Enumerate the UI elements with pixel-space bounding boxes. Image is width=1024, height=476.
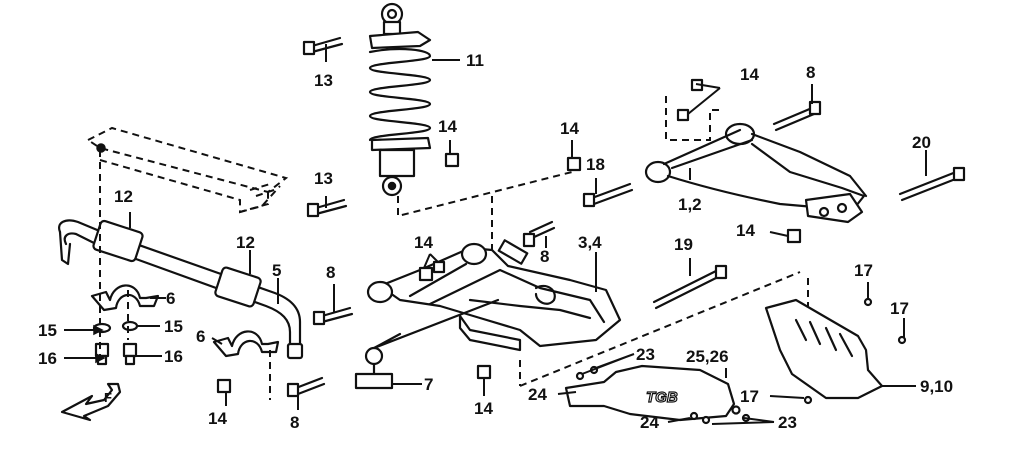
label-24-lower: 24 — [640, 413, 659, 432]
label-25-26: 25,26 — [686, 347, 729, 366]
label-12-right: 12 — [236, 233, 255, 252]
bolt-18 — [582, 182, 634, 208]
nut-14-arm-right — [432, 260, 446, 274]
label-16-left: 16 — [38, 349, 57, 368]
label-9-10: 9,10 — [920, 377, 953, 396]
label-17-right: 17 — [890, 299, 909, 318]
nut-14-top — [566, 156, 582, 172]
bolt-8-center — [522, 220, 556, 248]
label-8-link: 8 — [290, 413, 299, 432]
bolt-8-link — [286, 376, 326, 398]
label-14-shock: 14 — [438, 117, 457, 136]
label-16-right: 16 — [164, 347, 183, 366]
label-14-bracket: 14 — [208, 409, 227, 428]
callout-labels: 13 13 11 14 14 18 1,2 14 8 20 14 8 14 3,… — [38, 51, 953, 432]
label-20: 20 — [912, 133, 931, 152]
stabilizer-link — [354, 298, 500, 390]
bolt-8-upper-arm — [772, 100, 822, 132]
label-15-right: 15 — [164, 317, 183, 336]
label-5: 5 — [272, 261, 281, 280]
leader-endpoints — [93, 324, 106, 364]
bolt-13-upper — [302, 36, 344, 56]
label-23-upper: 23 — [636, 345, 655, 364]
nut-14-upper-b — [676, 108, 690, 122]
label-1-2: 1,2 — [678, 195, 702, 214]
label-14-bottom: 14 — [474, 399, 493, 418]
label-7: 7 — [424, 375, 433, 394]
bolt-19 — [652, 264, 728, 310]
label-14-top: 14 — [560, 119, 579, 138]
skid-plate-right — [764, 297, 907, 405]
bolt-8-lower-arm — [312, 306, 354, 326]
label-18: 18 — [586, 155, 605, 174]
label-6-left: 6 — [166, 289, 175, 308]
stabilizer-bar — [58, 219, 304, 360]
shock-absorber — [368, 2, 432, 197]
nut-14-upper-arm — [786, 228, 802, 244]
bushing-left — [92, 219, 144, 263]
upper-a-arm — [644, 122, 868, 224]
label-14-right: 14 — [736, 221, 755, 240]
bracket-right — [212, 330, 280, 358]
label-23-lower: 23 — [778, 413, 797, 432]
bushing-right — [214, 266, 262, 308]
label-6-right: 6 — [196, 327, 205, 346]
label-8-upper-arm: 8 — [806, 63, 815, 82]
label-24-upper: 24 — [528, 385, 547, 404]
label-13-lower: 13 — [314, 169, 333, 188]
skid-plate-logo-text: TGB — [646, 389, 678, 406]
leader-lines — [64, 44, 927, 425]
label-13-upper: 13 — [314, 71, 333, 90]
label-12-left: 12 — [114, 187, 133, 206]
label-14-arm: 14 — [414, 233, 433, 252]
label-3-4: 3,4 — [578, 233, 602, 252]
nut-14-bottom — [476, 364, 492, 380]
bolt-13-lower — [306, 198, 348, 218]
label-17-top: 17 — [854, 261, 873, 280]
label-14-upper-arm: 14 — [740, 65, 759, 84]
label-11: 11 — [466, 51, 484, 70]
front-direction-letter: F — [104, 390, 112, 405]
nut-14-shock — [444, 152, 460, 168]
front-direction-arrow-icon: F — [60, 382, 122, 422]
skid-plate-logo: TGB — [564, 364, 751, 425]
nut-14-arm-left — [418, 266, 434, 282]
label-15-left: 15 — [38, 321, 57, 340]
bolt-20 — [898, 166, 966, 202]
label-17-bottom: 17 — [740, 387, 759, 406]
label-8-lower-arm: 8 — [326, 263, 335, 282]
frame-section-outline — [86, 126, 289, 214]
label-19: 19 — [674, 235, 693, 254]
bracket-left — [90, 284, 160, 312]
lower-a-arm — [366, 239, 622, 352]
nut-14-bracket — [216, 378, 232, 394]
label-8-center: 8 — [540, 247, 549, 266]
